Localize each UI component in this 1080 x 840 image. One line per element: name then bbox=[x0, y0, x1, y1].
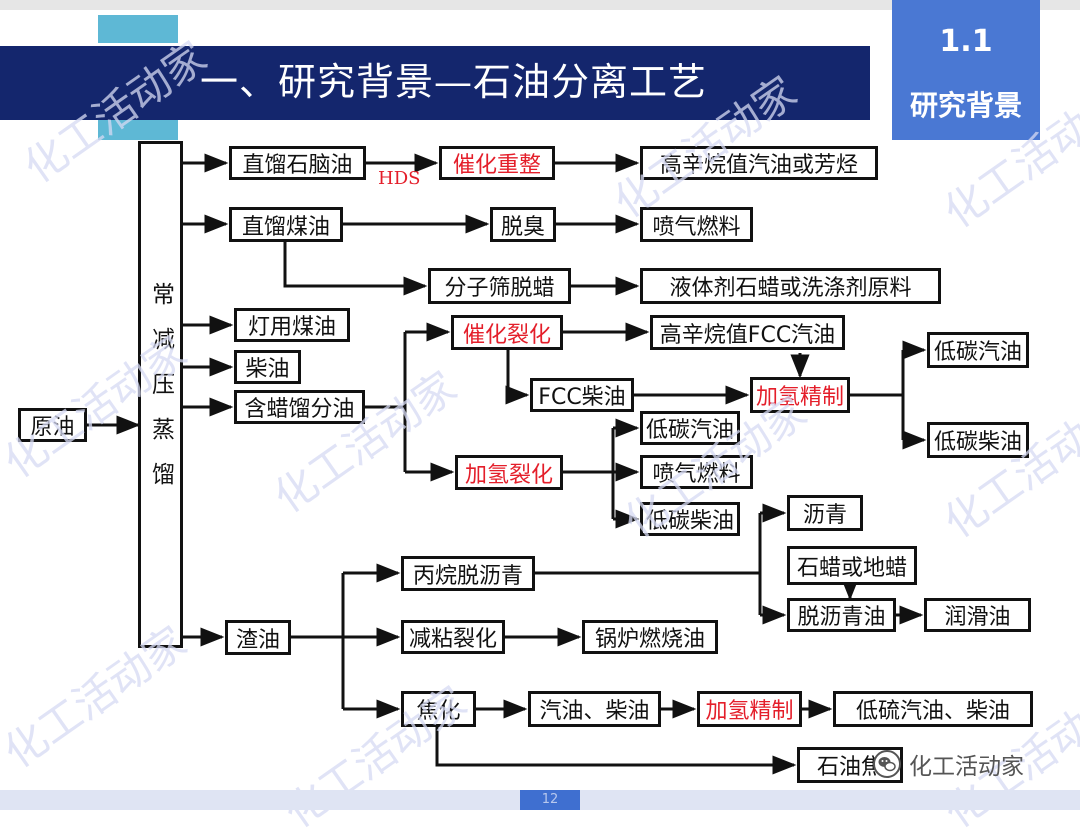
node-atmospheric-vacuum-distillation: 常减压蒸馏 bbox=[138, 141, 183, 648]
node-diesel: 柴油 bbox=[234, 350, 301, 384]
node-high-octane-fcc-gasoline: 高辛烷值FCC汽油 bbox=[650, 315, 845, 350]
node-low-carbon-diesel: 低碳柴油 bbox=[927, 422, 1029, 458]
section-number: 1.1 bbox=[939, 24, 993, 59]
node-boiler-fuel-oil: 锅炉燃烧油 bbox=[582, 620, 718, 654]
node-jet-fuel-2: 喷气燃料 bbox=[640, 455, 753, 489]
section-title: 研究背景 bbox=[909, 89, 1022, 122]
node-jet-fuel: 喷气燃料 bbox=[640, 207, 753, 242]
node-deodorization: 脱臭 bbox=[490, 207, 556, 242]
node-hydrocracking: 加氢裂化 bbox=[455, 455, 563, 490]
node-waxy-distillate: 含蜡馏分油 bbox=[234, 390, 365, 424]
node-low-carbon-diesel-2: 低碳柴油 bbox=[640, 502, 740, 536]
page-number: 12 bbox=[541, 792, 559, 807]
node-hydrofining: 加氢精制 bbox=[750, 377, 850, 413]
node-low-sulfur-gasoline-and-diesel: 低硫汽油、柴油 bbox=[833, 691, 1033, 727]
hds-label: HDS bbox=[378, 168, 421, 189]
node-deasphalted-oil: 脱沥青油 bbox=[787, 598, 896, 632]
node-visbreaking: 减粘裂化 bbox=[401, 620, 505, 654]
node-low-carbon-gasoline: 低碳汽油 bbox=[927, 332, 1029, 368]
node-gasoline-and-diesel: 汽油、柴油 bbox=[528, 691, 661, 727]
wechat-icon bbox=[873, 750, 901, 778]
node-liquid-paraffin-or-detergent-feedstock: 液体剂石蜡或洗涤剂原料 bbox=[640, 268, 941, 304]
section-badge: 1.1 研究背景 bbox=[892, 0, 1040, 140]
brand-name: 化工活动家 bbox=[909, 754, 1024, 780]
node-low-carbon-gasoline-2: 低碳汽油 bbox=[640, 411, 740, 445]
node-catalytic-reforming: 催化重整 bbox=[439, 146, 555, 180]
node-high-octane-gasoline-or-aromatics: 高辛烷值汽油或芳烃 bbox=[640, 146, 878, 180]
node-asphalt: 沥青 bbox=[787, 495, 863, 531]
node-lamp-kerosene: 灯用煤油 bbox=[234, 308, 350, 342]
node-residual-oil: 渣油 bbox=[225, 620, 291, 655]
node-hydrofining-2: 加氢精制 bbox=[697, 691, 802, 727]
brand-watermark: 化工活动家 bbox=[873, 747, 1024, 781]
node-paraffin-or-ceresin: 石蜡或地蜡 bbox=[787, 546, 917, 585]
title-bar bbox=[0, 43, 870, 120]
process-flow-lines bbox=[87, 153, 927, 775]
node-molecular-sieve-dewaxing: 分子筛脱蜡 bbox=[428, 268, 571, 304]
node-lubricating-oil: 润滑油 bbox=[924, 598, 1031, 632]
node-fcc-diesel: FCC柴油 bbox=[530, 378, 634, 412]
slide-title: 一、研究背景—石油分离工艺 bbox=[200, 60, 708, 104]
node-coking: 焦化 bbox=[401, 691, 476, 727]
node-crude-oil: 原油 bbox=[18, 408, 87, 442]
node-catalytic-cracking: 催化裂化 bbox=[451, 315, 563, 350]
top-strip bbox=[0, 0, 1080, 10]
node-straight-run-naphtha: 直馏石脑油 bbox=[229, 146, 366, 180]
node-straight-run-kerosene: 直馏煤油 bbox=[229, 207, 343, 242]
bottom-accent bbox=[520, 790, 580, 810]
node-propane-deasphalting: 丙烷脱沥青 bbox=[401, 556, 535, 591]
